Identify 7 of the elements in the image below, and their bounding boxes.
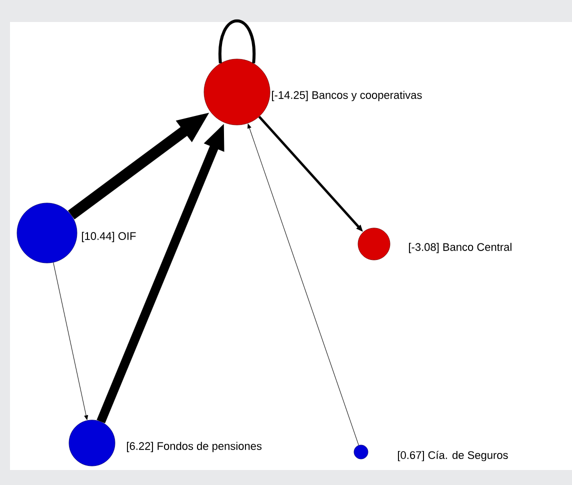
arrow — [53, 262, 88, 420]
node-label: [-3.08] Banco Central — [409, 242, 512, 254]
node-label: [10.44] OIF — [82, 232, 136, 242]
node-label: [0.67] Cía. de Seguros — [398, 450, 508, 462]
node-label: [6.22] Fondos de pensiones — [127, 442, 262, 452]
node-label: [-14.25] Bancos y cooperativas — [272, 90, 422, 102]
arrow — [248, 124, 359, 446]
